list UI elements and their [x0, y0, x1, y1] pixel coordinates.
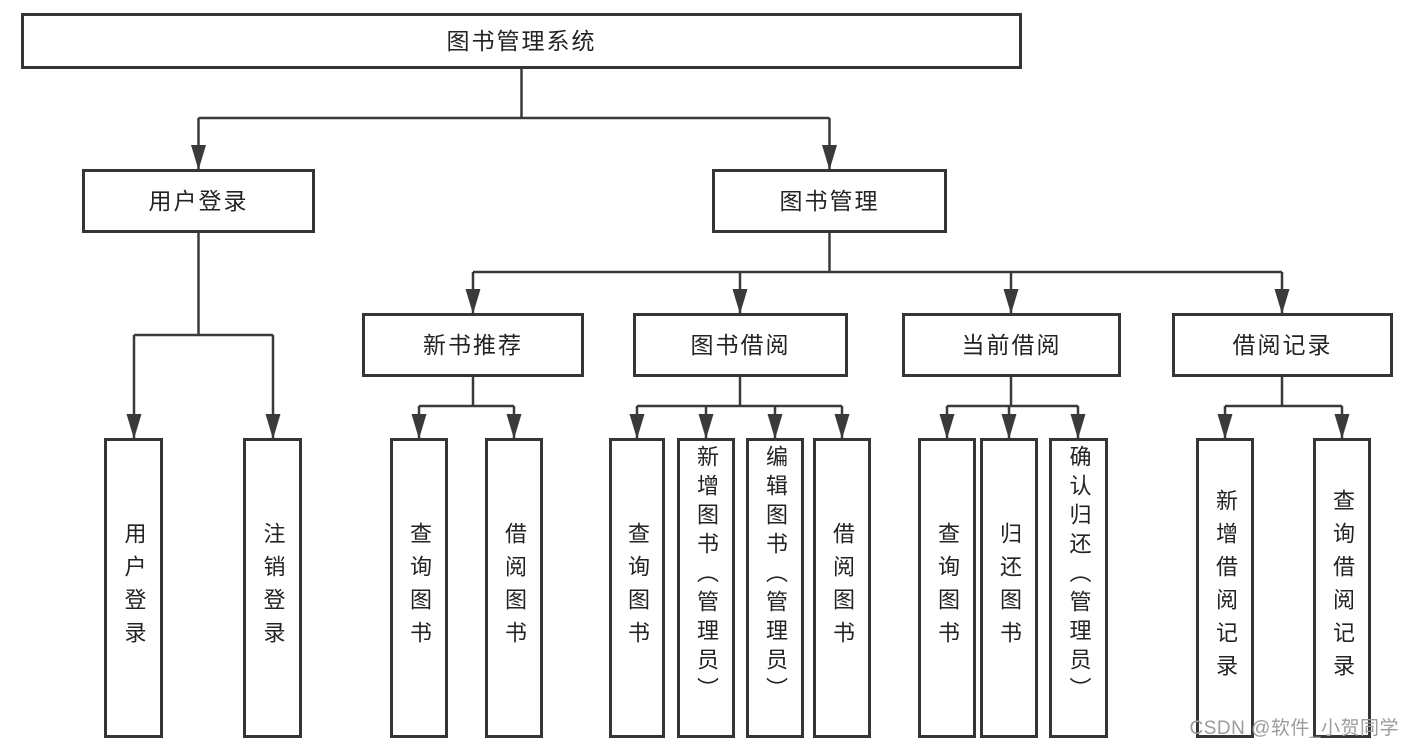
edge-userlogin-split: [134, 233, 273, 337]
node-book-management: 图书管理: [712, 169, 947, 233]
node-leaf-logout: 注销登录: [243, 438, 302, 738]
csdn-watermark: CSDN @软件_小贺同学: [1189, 718, 1399, 739]
node-leaf-query-borrow-record: 查询借阅记录: [1313, 438, 1371, 738]
node-leaf-add-books-admin: 新增图书（管理员）: [677, 438, 735, 738]
node-label: 借阅图书: [502, 522, 527, 654]
node-leaf-query-books-borrowing: 查询图书: [609, 438, 665, 738]
node-label: 用户登录: [148, 187, 249, 214]
node-label: 查询图书: [625, 522, 650, 654]
node-label: 当前借阅: [961, 331, 1062, 358]
node-leaf-borrow-books-recommend: 借阅图书: [485, 438, 543, 738]
edge-root-split: [198, 69, 830, 120]
edge-recommend-split: [419, 377, 514, 408]
node-leaf-user-login: 用户登录: [104, 438, 163, 738]
node-leaf-return-books: 归还图书: [980, 438, 1038, 738]
node-label: 借阅记录: [1232, 331, 1333, 358]
node-book-borrowing: 图书借阅: [633, 313, 848, 377]
node-label: 图书管理系统: [446, 27, 597, 54]
edge-borrowing-split: [637, 377, 842, 408]
node-leaf-add-borrow-record: 新增借阅记录: [1196, 438, 1254, 738]
node-label: 确认归还（管理员）: [1066, 445, 1092, 706]
node-label: 查询图书: [407, 522, 432, 654]
node-leaf-confirm-return-admin: 确认归还（管理员）: [1049, 438, 1108, 738]
node-leaf-query-books-current: 查询图书: [918, 438, 976, 738]
edge-current-split: [947, 377, 1078, 408]
node-label: 新增借阅记录: [1213, 489, 1238, 687]
node-book-management-system: 图书管理系统: [21, 13, 1022, 69]
node-leaf-edit-books-admin: 编辑图书（管理员）: [746, 438, 804, 738]
node-label: 借阅图书: [830, 522, 855, 654]
node-current-borrowing: 当前借阅: [902, 313, 1121, 377]
node-label: 编辑图书（管理员）: [763, 445, 788, 706]
node-label: 图书管理: [779, 187, 880, 214]
node-label: 新增图书（管理员）: [694, 445, 719, 706]
edge-records-split: [1225, 377, 1342, 408]
node-label: 用户登录: [121, 522, 147, 654]
node-leaf-borrow-books: 借阅图书: [813, 438, 871, 738]
node-user-login: 用户登录: [82, 169, 315, 233]
node-new-book-recommendation: 新书推荐: [362, 313, 584, 377]
node-label: 图书借阅: [690, 331, 791, 358]
node-label: 新书推荐: [423, 331, 523, 358]
node-label: 查询图书: [935, 522, 960, 654]
node-leaf-query-books-recommend: 查询图书: [390, 438, 448, 738]
node-borrowing-records: 借阅记录: [1172, 313, 1393, 377]
edge-bookmgmt-split: [473, 233, 1282, 274]
node-label: 查询借阅记录: [1330, 489, 1355, 687]
node-label: 注销登录: [260, 522, 286, 654]
node-label: 归还图书: [997, 522, 1022, 654]
